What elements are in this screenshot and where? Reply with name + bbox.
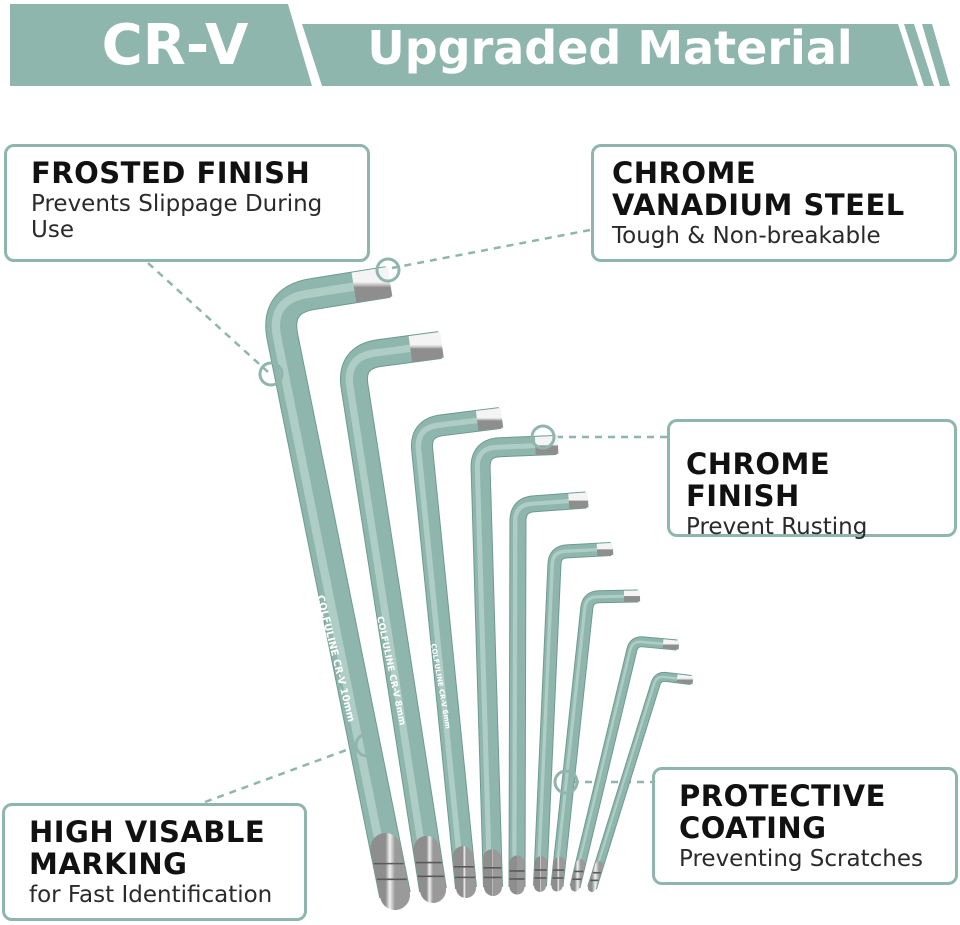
callout-title: PROTECTIVE COATING xyxy=(679,779,886,845)
hex-key-highlight xyxy=(474,442,553,888)
hex-key-highlight xyxy=(345,341,436,891)
hex-key-highlight xyxy=(536,547,609,887)
callout-subtitle: for Fast Identification xyxy=(29,882,273,908)
callout-title: CHROME FINISH xyxy=(686,447,831,513)
hex-key xyxy=(508,491,589,895)
marker-chrome-vanadium xyxy=(375,257,401,283)
callout-title: CHROME VANADIUM STEEL xyxy=(612,156,905,222)
callout-markers xyxy=(258,257,579,795)
marker-frosted xyxy=(258,361,284,387)
hex-key-ball-end xyxy=(452,846,476,898)
hex-key xyxy=(470,435,559,896)
leader-marking xyxy=(204,743,361,804)
banner-stripe xyxy=(922,24,950,86)
callout-subtitle: Prevent Rusting xyxy=(686,514,868,540)
hex-key-highlight xyxy=(553,594,637,887)
hex-key-tip xyxy=(351,266,393,303)
hex-key-highlight xyxy=(589,675,690,889)
callout-chrome-vanadium-steel: CHROME VANADIUM STEEL Tough & Non-breaka… xyxy=(591,144,957,262)
callout-subtitle: Tough & Non-breakable xyxy=(612,223,881,249)
hex-key-ball-end xyxy=(588,861,604,892)
hex-key-ball-end xyxy=(370,832,410,910)
callout-subtitle: Preventing Scratches xyxy=(679,846,923,872)
banner-title-crv: CR-V xyxy=(101,13,249,78)
hex-key-ball-end xyxy=(483,849,502,896)
marker-coating xyxy=(553,769,579,795)
hex-key-tip xyxy=(596,542,614,556)
hex-key xyxy=(569,636,680,892)
callout-frosted-finish: FROSTED FINISH Prevents Slippage During … xyxy=(4,144,370,262)
leader-frosted xyxy=(147,262,269,373)
hex-key xyxy=(587,671,694,892)
hex-key-tip xyxy=(568,492,589,509)
banner-left-band xyxy=(10,4,312,86)
leader-lines xyxy=(147,228,667,804)
hex-key-highlight xyxy=(415,415,497,889)
hex-key xyxy=(265,266,411,910)
hex-key-highlight xyxy=(512,497,584,888)
hex-key-ball-end xyxy=(413,835,446,903)
callout-chrome-finish: CHROME FINISH Prevent Rusting xyxy=(667,419,957,540)
banner-title-upgraded-material: Upgraded Material xyxy=(367,21,853,75)
callout-high-visable-marking: HIGH VISABLE MARKING for Fast Identifica… xyxy=(2,803,307,921)
hex-key-set xyxy=(265,266,694,910)
leader-chrome-vanadium xyxy=(391,228,591,270)
hex-key-highlight xyxy=(572,640,676,888)
hex-key-highlight xyxy=(271,277,394,896)
banner-stripe xyxy=(904,24,934,86)
hex-key-tip xyxy=(408,331,444,362)
hex-key-tip xyxy=(662,639,680,650)
marker-chrome-finish xyxy=(530,424,556,450)
callout-protective-coating: PROTECTIVE COATING Preventing Scratches xyxy=(652,767,958,885)
hex-key xyxy=(411,407,504,898)
callout-title: HIGH VISABLE MARKING xyxy=(29,815,266,881)
callout-subtitle: Prevents Slippage During Use xyxy=(31,191,323,243)
hex-key-tip xyxy=(534,435,559,455)
hex-key-ball-end xyxy=(534,856,548,892)
marker-marking xyxy=(354,732,380,758)
hex-key-ball-end xyxy=(551,856,566,892)
banner-right-band xyxy=(302,24,918,86)
hex-key-tip xyxy=(676,674,694,685)
hex-key-ball-end xyxy=(570,859,586,892)
hex-key xyxy=(340,331,447,903)
hex-key xyxy=(550,589,641,892)
hex-key-tip xyxy=(475,407,504,431)
hex-key xyxy=(533,542,614,892)
header-banner xyxy=(10,4,950,86)
callout-title: FROSTED FINISH xyxy=(31,156,311,190)
